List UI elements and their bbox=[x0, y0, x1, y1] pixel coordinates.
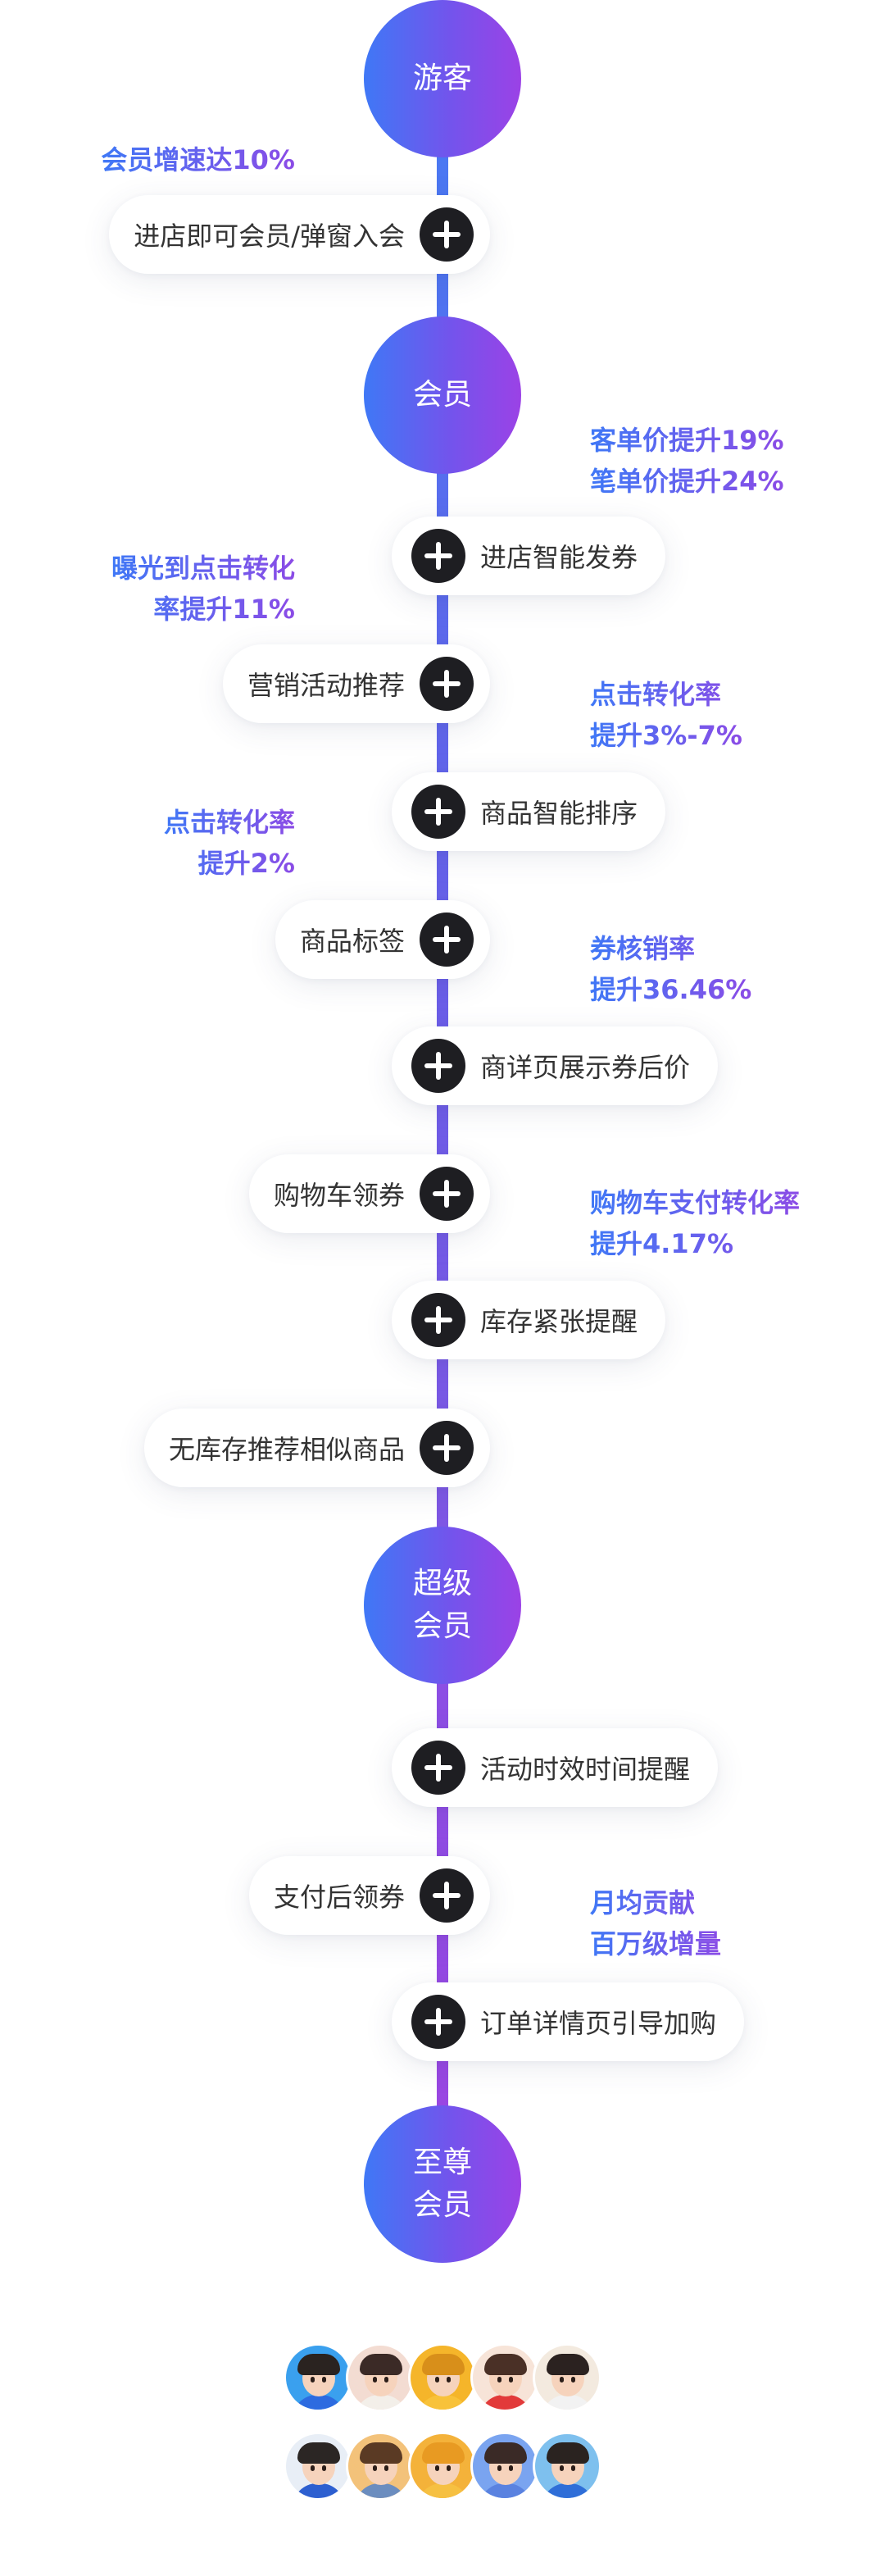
step-smart-coupon[interactable]: 进店智能发券 bbox=[392, 517, 666, 595]
plus-icon[interactable] bbox=[420, 207, 474, 262]
avatar bbox=[284, 2432, 352, 2501]
metric-coupon-redemption: 券核销率提升36.46% bbox=[590, 928, 751, 1010]
avatar bbox=[346, 2343, 415, 2412]
metric-order-value: 客单价提升19%笔单价提升24% bbox=[590, 420, 784, 502]
step-label: 购物车领券 bbox=[273, 1180, 405, 1211]
step-label: 活动时效时间提醒 bbox=[480, 1754, 691, 1785]
metric-click-conversion-2: 点击转化率提升2% bbox=[164, 802, 295, 884]
plus-icon[interactable] bbox=[411, 1039, 465, 1093]
step-low-stock-alert[interactable]: 库存紧张提醒 bbox=[392, 1281, 666, 1359]
step-smart-sorting[interactable]: 商品智能排序 bbox=[392, 772, 666, 851]
metric-monthly-contribution: 月均贡献百万级增量 bbox=[590, 1882, 721, 1964]
avatar bbox=[408, 2343, 477, 2412]
avatar bbox=[533, 2432, 601, 2501]
step-label: 进店智能发券 bbox=[480, 542, 638, 573]
avatar-group-row-2 bbox=[0, 2432, 885, 2501]
avatar bbox=[408, 2432, 477, 2501]
plus-icon[interactable] bbox=[411, 529, 465, 583]
step-label: 无库存推荐相似商品 bbox=[168, 1434, 405, 1465]
step-activity-deadline-alert[interactable]: 活动时效时间提醒 bbox=[392, 1728, 719, 1807]
step-label: 商品标签 bbox=[299, 926, 405, 957]
milestone-super-member: 超级 会员 bbox=[364, 1527, 521, 1684]
step-similar-products[interactable]: 无库存推荐相似商品 bbox=[143, 1409, 490, 1487]
step-marketing-recommend[interactable]: 营销活动推荐 bbox=[222, 644, 490, 723]
plus-icon[interactable] bbox=[420, 657, 474, 711]
avatar bbox=[346, 2432, 415, 2501]
plus-icon[interactable] bbox=[420, 1421, 474, 1475]
plus-icon[interactable] bbox=[411, 1995, 465, 2049]
plus-icon[interactable] bbox=[420, 913, 474, 967]
metric-member-growth: 会员增速达10% bbox=[101, 139, 295, 180]
plus-icon[interactable] bbox=[420, 1167, 474, 1221]
avatar-group-row-1 bbox=[0, 2343, 885, 2412]
step-label: 支付后领券 bbox=[273, 1882, 405, 1913]
step-post-payment-coupon[interactable]: 支付后领券 bbox=[248, 1856, 490, 1935]
plus-icon[interactable] bbox=[420, 1868, 474, 1923]
plus-icon[interactable] bbox=[411, 1293, 465, 1347]
step-cart-coupon[interactable]: 购物车领券 bbox=[248, 1154, 490, 1233]
metric-exposure-click: 曝光到点击转化率提升11% bbox=[111, 548, 295, 630]
step-order-upsell[interactable]: 订单详情页引导加购 bbox=[392, 1982, 745, 2061]
avatar bbox=[533, 2343, 601, 2412]
step-label: 商详页展示券后价 bbox=[480, 1052, 691, 1083]
step-join-membership[interactable]: 进店即可会员/弹窗入会 bbox=[109, 195, 490, 274]
avatar bbox=[470, 2432, 539, 2501]
milestone-premium-member: 至尊 会员 bbox=[364, 2105, 521, 2263]
avatar bbox=[284, 2343, 352, 2412]
avatar bbox=[470, 2343, 539, 2412]
step-product-tags[interactable]: 商品标签 bbox=[275, 900, 490, 979]
step-label: 库存紧张提醒 bbox=[480, 1306, 638, 1337]
step-coupon-price-display[interactable]: 商详页展示券后价 bbox=[392, 1026, 719, 1105]
plus-icon[interactable] bbox=[411, 785, 465, 839]
milestone-visitor: 游客 bbox=[364, 0, 521, 157]
step-label: 营销活动推荐 bbox=[247, 670, 405, 701]
metric-click-conversion: 点击转化率提升3%-7% bbox=[590, 674, 742, 756]
metric-cart-payment-conversion: 购物车支付转化率提升4.17% bbox=[590, 1182, 800, 1264]
milestone-member: 会员 bbox=[364, 316, 521, 474]
step-label: 商品智能排序 bbox=[480, 798, 638, 829]
plus-icon[interactable] bbox=[411, 1741, 465, 1795]
step-label: 订单详情页引导加购 bbox=[480, 2008, 717, 2039]
step-label: 进店即可会员/弹窗入会 bbox=[134, 221, 405, 252]
